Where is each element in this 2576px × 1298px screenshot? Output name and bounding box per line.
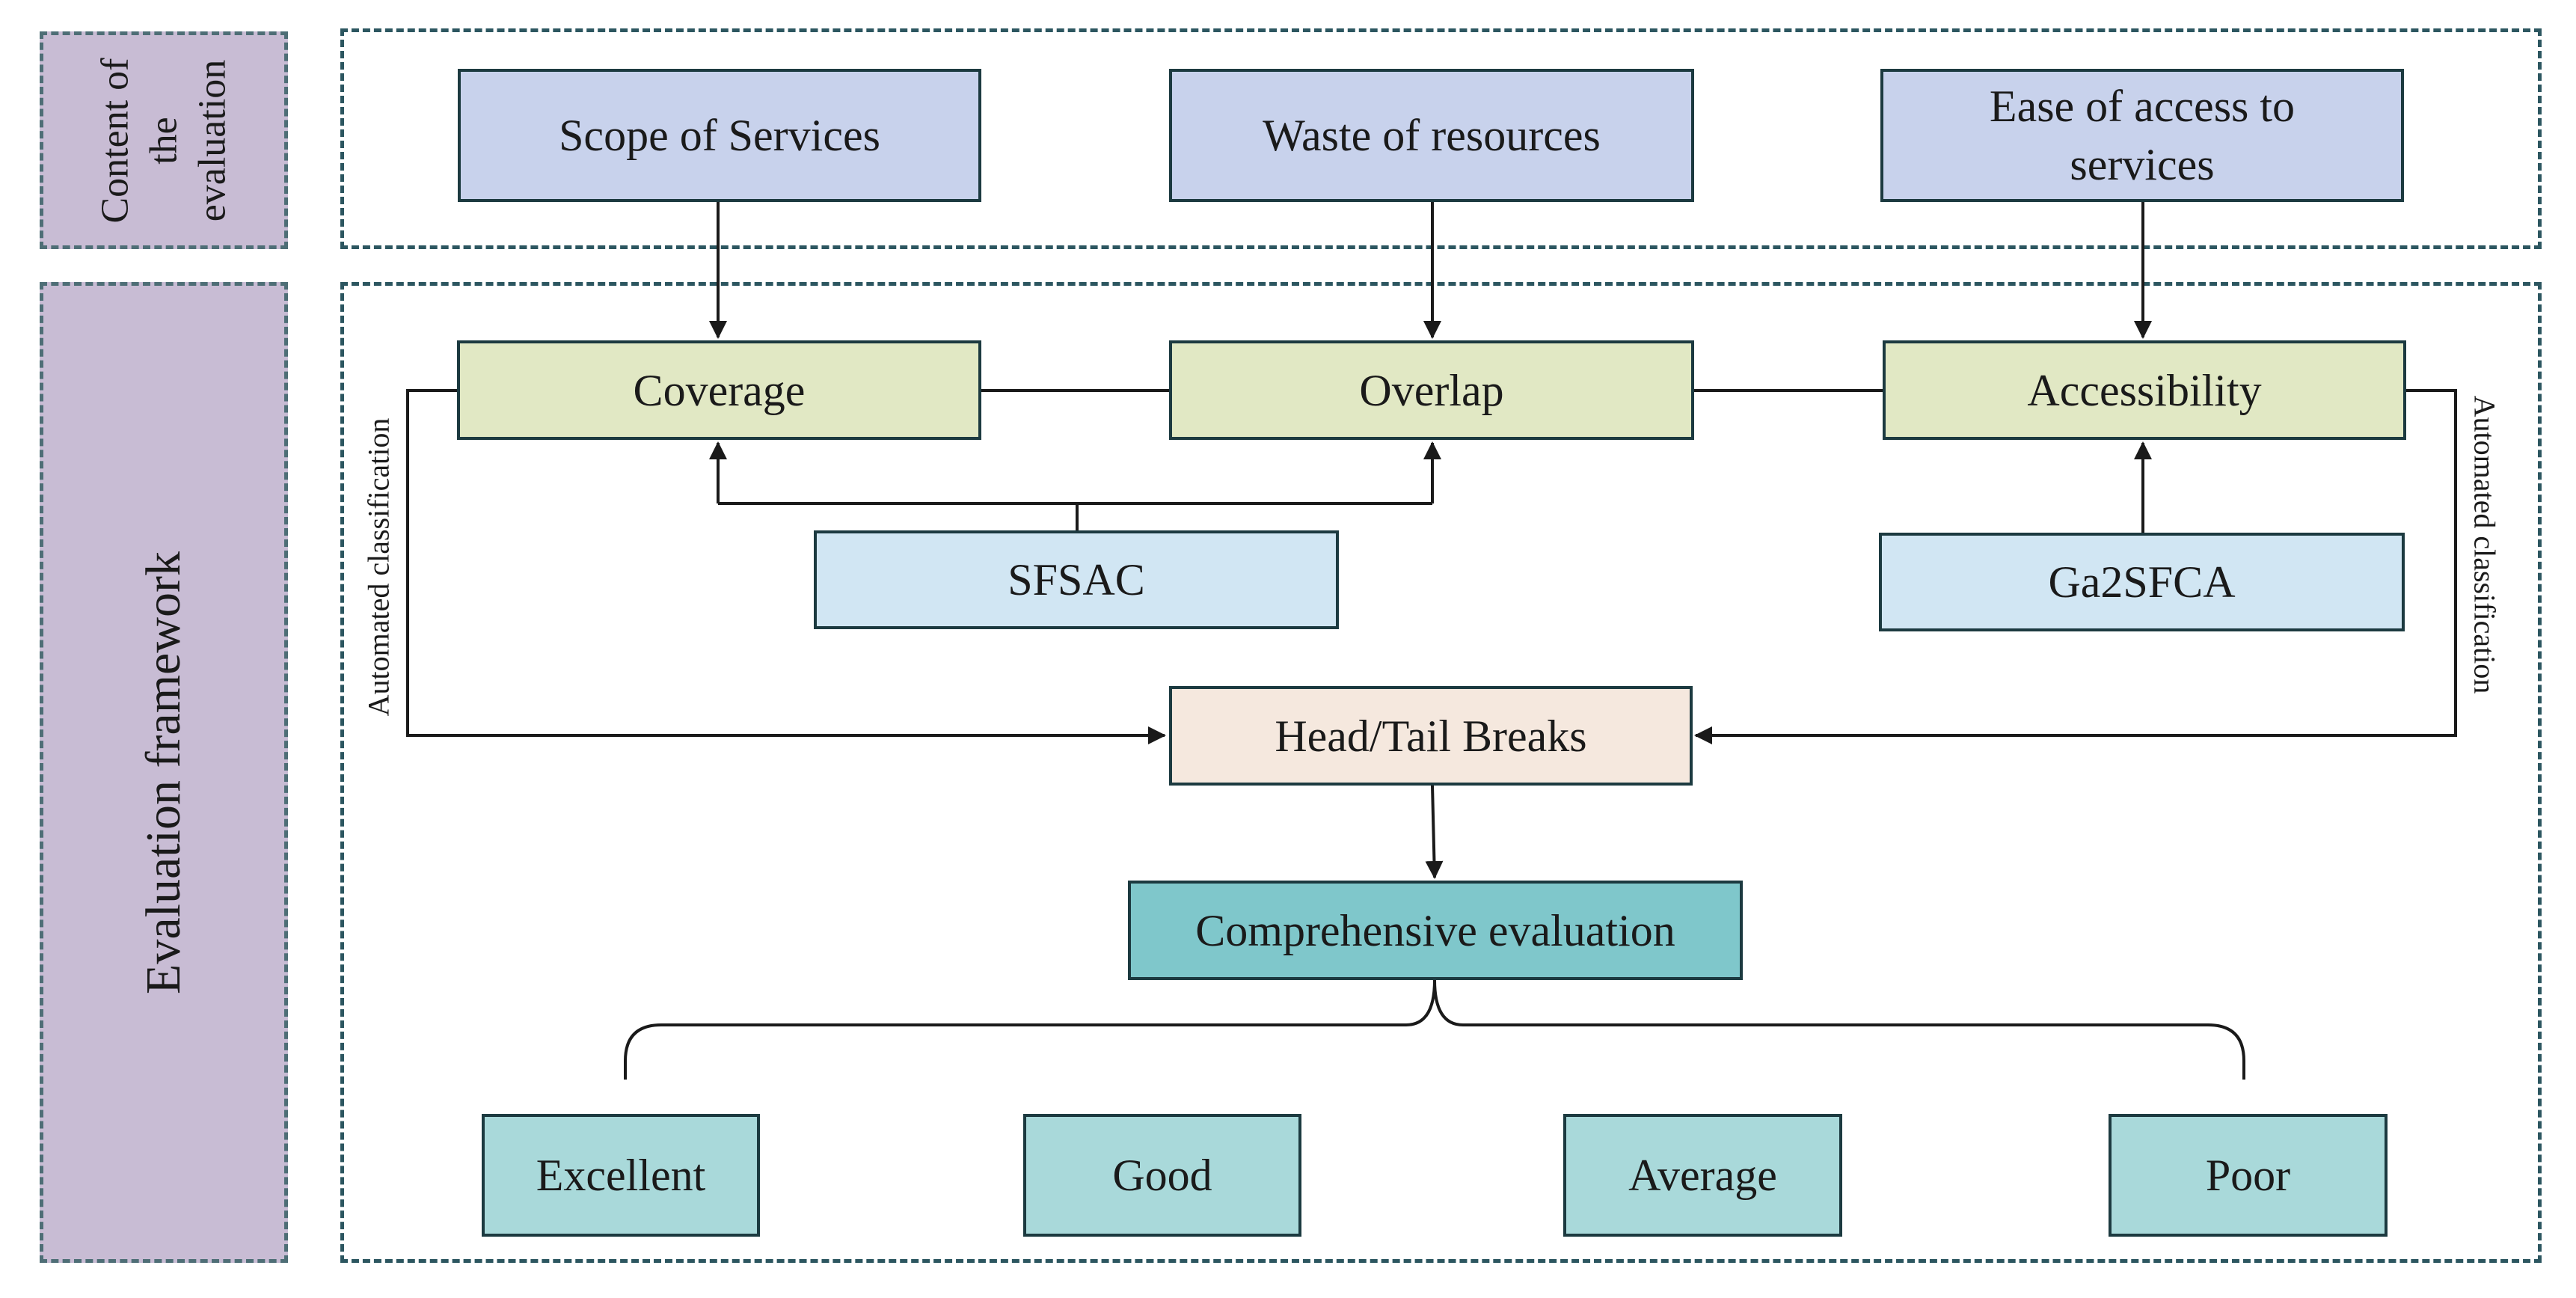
grade-brace xyxy=(624,979,2245,1080)
framework-panel xyxy=(340,282,2542,1263)
grade-poor-box: Poor xyxy=(2109,1114,2388,1237)
right-classification-label: Automated classification xyxy=(2468,395,2502,694)
content-side-panel: Content of the evaluation xyxy=(40,31,288,249)
waste-of-resources-box: Waste of resources xyxy=(1169,69,1694,202)
sfsac-box: SFSAC xyxy=(814,530,1339,629)
scope-of-services-box: Scope of Services xyxy=(458,69,981,202)
ease-of-access-box: Ease of access to services xyxy=(1880,69,2404,202)
head-tail-breaks-box: Head/Tail Breaks xyxy=(1169,686,1693,786)
framework-side-panel: Evaluation framework xyxy=(40,282,288,1263)
left-classification-loop xyxy=(406,389,1166,744)
accessibility-box: Accessibility xyxy=(1883,340,2406,440)
coverage-box: Coverage xyxy=(457,340,981,440)
content-panel xyxy=(340,28,2542,249)
ga2sfca-box: Ga2SFCA xyxy=(1879,533,2405,631)
grade-average-box: Average xyxy=(1563,1114,1842,1237)
overlap-box: Overlap xyxy=(1169,340,1694,440)
comprehensive-evaluation-box: Comprehensive evaluation xyxy=(1128,881,1743,980)
right-classification-loop xyxy=(1694,389,2457,744)
grade-excellent-box: Excellent xyxy=(482,1114,760,1237)
left-classification-label: Automated classification xyxy=(361,417,396,717)
arrow-breaks-to-comprehensive xyxy=(1425,785,1444,879)
grade-good-box: Good xyxy=(1023,1114,1301,1237)
